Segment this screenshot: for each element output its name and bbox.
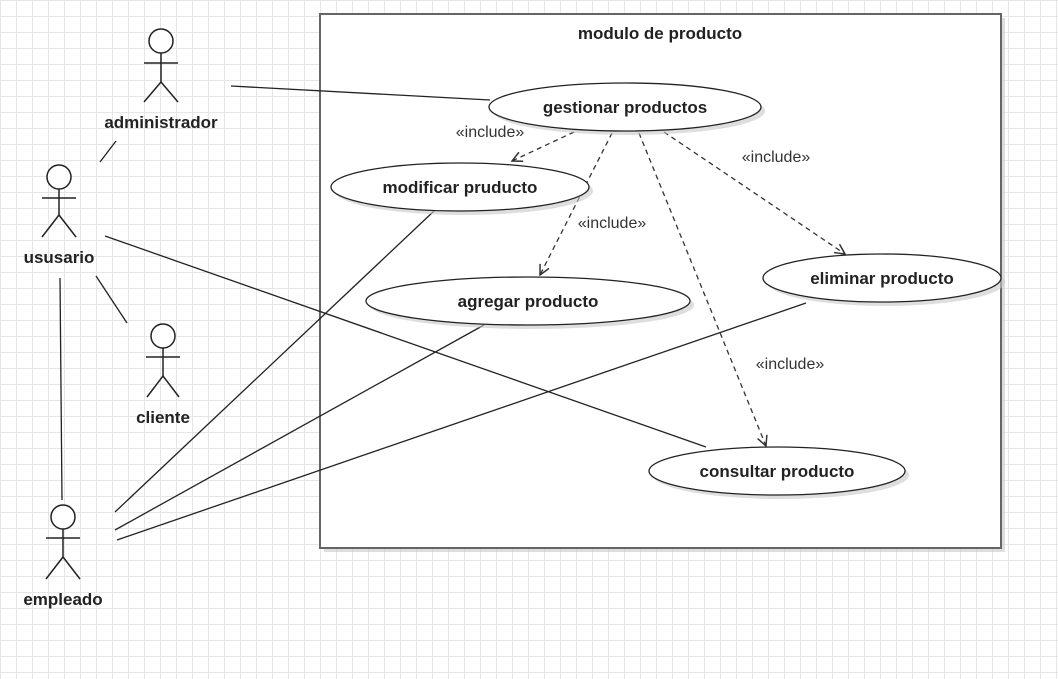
use-case-gestionar-label: gestionar productos — [543, 98, 707, 117]
actor-head-icon — [46, 164, 72, 190]
assoc-usuario-consultar[interactable] — [104, 235, 707, 448]
include-arrow-modificar[interactable] — [512, 131, 575, 161]
assoc-empleado-modificar[interactable] — [114, 210, 435, 513]
assoc-empleado-agregar[interactable] — [114, 324, 485, 531]
actor-cliente-label: cliente — [136, 408, 190, 427]
include-arrow-consultar[interactable] — [638, 132, 766, 446]
generalization-usuario-administrador[interactable] — [99, 140, 117, 163]
generalization-usuario-empleado[interactable] — [59, 277, 63, 501]
actor-administrador[interactable] — [143, 28, 179, 103]
use-case-consultar-label: consultar producto — [700, 462, 855, 481]
use-case-modificar-label: modificar pruducto — [383, 178, 538, 197]
actor-usuario-label: ususario — [24, 248, 95, 267]
include-label-consultar: «include» — [756, 356, 825, 373]
actor-head-icon — [150, 323, 176, 349]
actor-empleado[interactable] — [45, 504, 81, 580]
use-case-consultar[interactable]: consultar producto — [648, 446, 909, 499]
generalization-usuario-cliente[interactable] — [95, 275, 128, 324]
system-title: modulo de producto — [578, 24, 742, 43]
use-case-gestionar[interactable]: gestionar productos — [488, 82, 765, 135]
assoc-empleado-eliminar[interactable] — [116, 302, 807, 541]
include-arrows — [512, 131, 845, 446]
actor-head-icon — [148, 28, 174, 54]
use-case-agregar-label: agregar producto — [458, 292, 599, 311]
association-lines — [59, 85, 807, 541]
actor-cliente[interactable] — [146, 323, 180, 398]
include-label-eliminar: «include» — [742, 149, 811, 166]
actor-usuario[interactable] — [41, 164, 77, 238]
include-label-agregar: «include» — [578, 215, 647, 232]
actor-empleado-label: empleado — [23, 590, 102, 609]
actor-head-icon — [50, 504, 76, 530]
assoc-administrador-gestionar[interactable] — [230, 85, 491, 101]
use-case-agregar[interactable]: agregar producto — [365, 276, 694, 329]
include-arrow-eliminar[interactable] — [663, 131, 845, 254]
use-case-modificar[interactable]: modificar pruducto — [330, 162, 593, 215]
include-label-modificar: «include» — [456, 124, 525, 141]
use-case-eliminar[interactable]: eliminar producto — [762, 253, 1005, 306]
use-case-eliminar-label: eliminar producto — [810, 269, 954, 288]
actor-administrador-label: administrador — [104, 113, 218, 132]
